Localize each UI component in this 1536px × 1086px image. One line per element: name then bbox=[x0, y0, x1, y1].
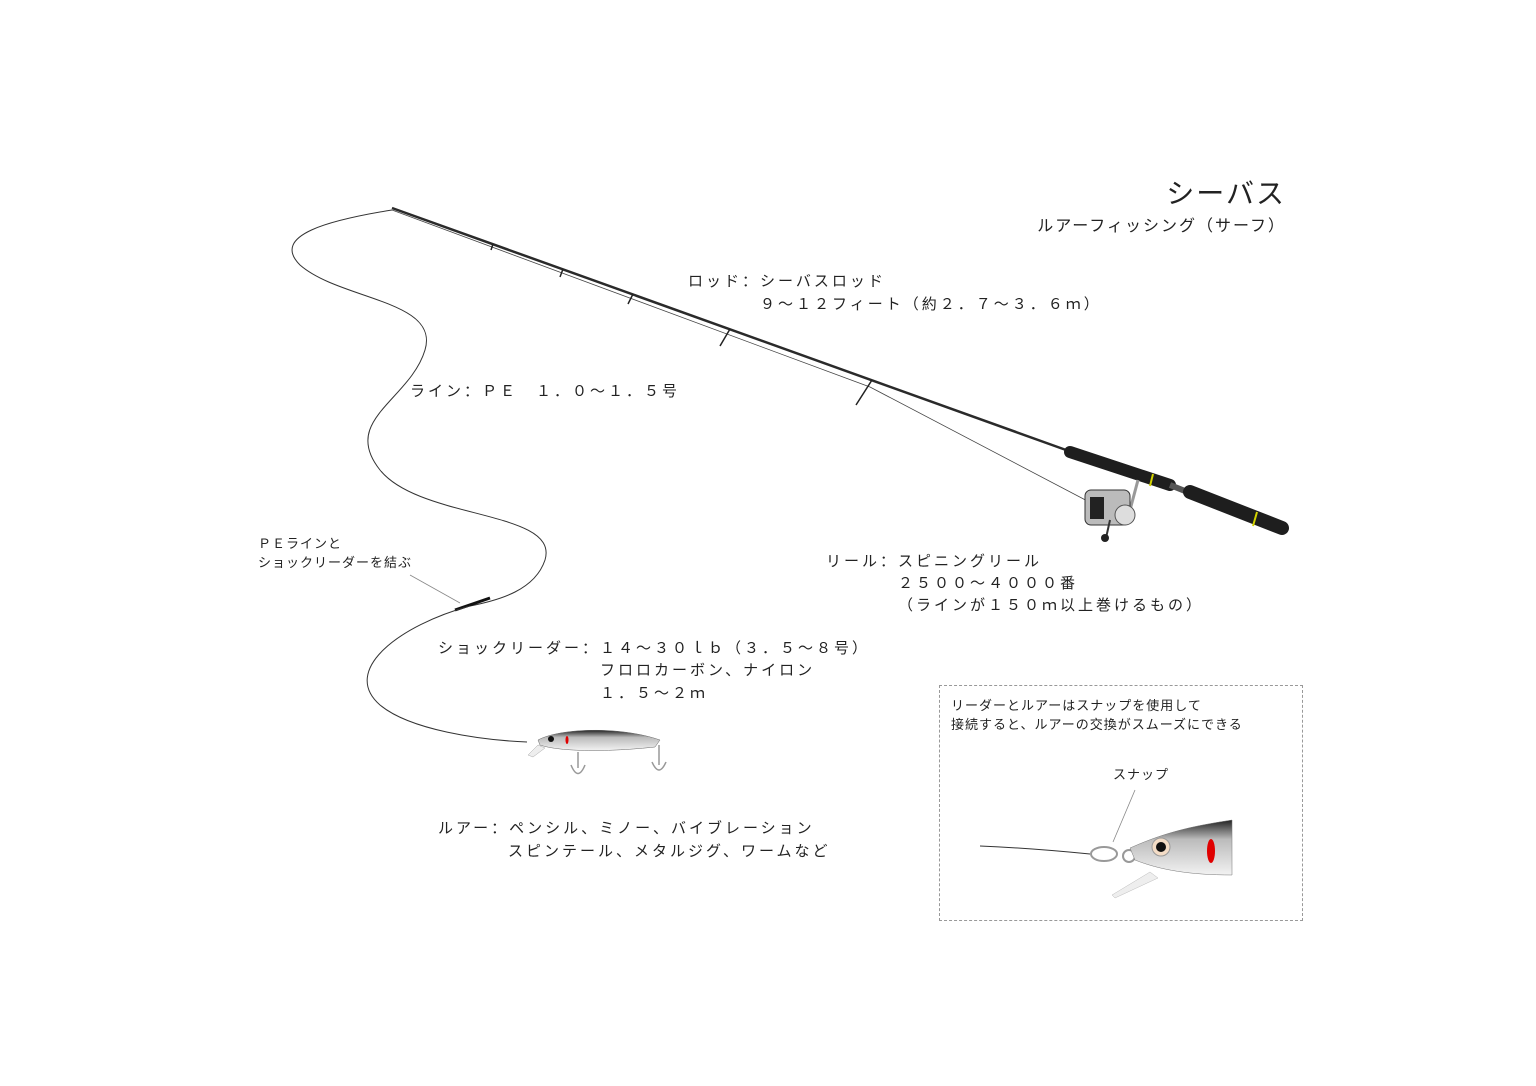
fishing-line bbox=[291, 209, 547, 607]
page-title: シーバス bbox=[1166, 177, 1286, 210]
reel-label: リール：スピニングリール bbox=[826, 552, 1043, 570]
snap-label: スナップ bbox=[1113, 768, 1170, 783]
guide-line bbox=[391, 209, 1096, 506]
reel-spec-size: ２５００～４０００番 bbox=[898, 574, 1079, 592]
rod-guides bbox=[490, 243, 873, 406]
inset-note-line2: 接続すると、ルアーの交換がスムーズにできる bbox=[951, 718, 1243, 733]
snap-inset-box bbox=[939, 685, 1303, 921]
knot-pointer-arrow bbox=[409, 574, 461, 604]
reel-spec-capacity: （ラインが１５０ｍ以上巻けるもの） bbox=[898, 596, 1205, 614]
spinning-reel bbox=[1084, 479, 1140, 542]
leader-material: フロロカーボン、ナイロン bbox=[600, 661, 816, 679]
knot-note-line1: ＰＥラインと bbox=[258, 537, 343, 552]
rod-grip bbox=[1064, 446, 1289, 535]
shock-leader-line bbox=[366, 605, 528, 743]
minnow-lure bbox=[527, 730, 667, 775]
lure-label: ルアー：ペンシル、ミノー、バイブレーション bbox=[438, 819, 815, 837]
leader-label: ショックリーダー：１４～３０ｌｂ（３．５～８号） bbox=[438, 639, 871, 657]
rod-spec: ９～１２フィート（約２．７～３．６ｍ） bbox=[760, 295, 1102, 313]
snap-illustration bbox=[979, 789, 1233, 899]
inset-note-line1: リーダーとルアーはスナップを使用して bbox=[951, 699, 1202, 714]
rod-blank bbox=[391, 206, 1081, 457]
snap-pointer-arrow bbox=[1112, 789, 1136, 843]
rod-label: ロッド：シーバスロッド bbox=[688, 272, 886, 290]
shock-leader-knot bbox=[454, 596, 491, 612]
knot-note-line2: ショックリーダーを結ぶ bbox=[258, 556, 413, 571]
line-label: ライン：ＰＥ １．０～１．５号 bbox=[410, 382, 681, 400]
leader-length: １．５～２ｍ bbox=[600, 684, 709, 702]
page-subtitle: ルアーフィッシング（サーフ） bbox=[1037, 216, 1286, 235]
lure-types: スピンテール、メタルジグ、ワームなど bbox=[508, 842, 831, 860]
